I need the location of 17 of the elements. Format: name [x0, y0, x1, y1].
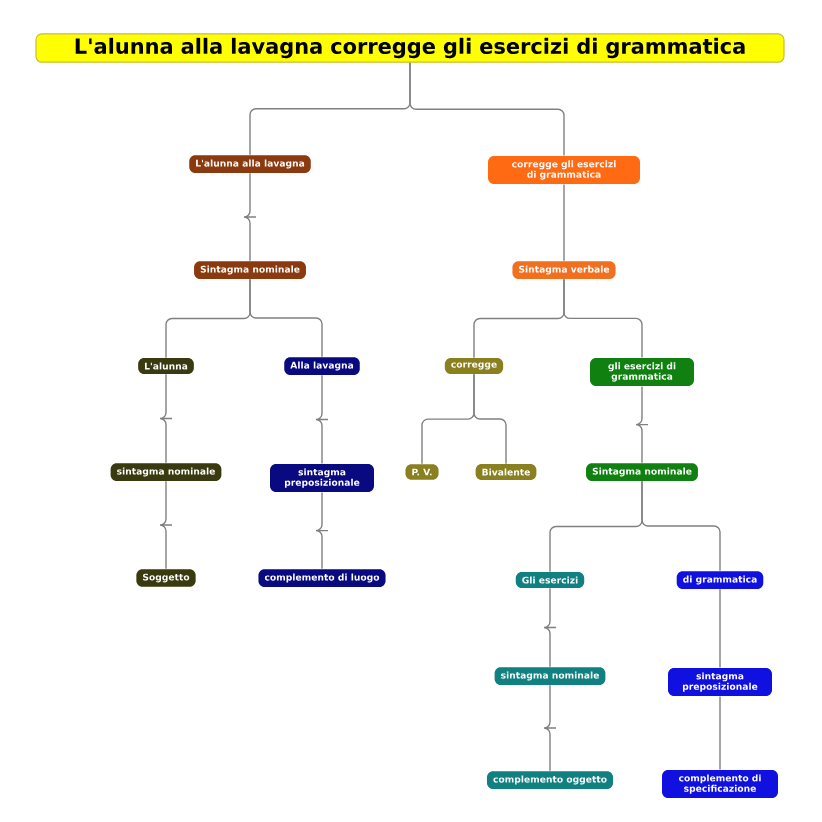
- title-box: L'alunna alla lavagna corregge gli esercizi di grammatica: [35, 33, 785, 63]
- connector-line: [249, 278, 323, 358]
- connector-line: [159, 373, 173, 464]
- connector-line: [563, 183, 565, 262]
- connector-line: [473, 373, 507, 465]
- connector-line: [719, 695, 721, 771]
- connector-line: [543, 684, 557, 772]
- connector-line: [315, 374, 329, 465]
- connector-line: [409, 62, 565, 157]
- connector-line: [243, 172, 257, 262]
- connector-line: [719, 588, 721, 669]
- connector-line: [641, 480, 721, 572]
- connector-line: [315, 491, 329, 570]
- connector-line: [563, 278, 643, 359]
- connector-line: [543, 587, 557, 668]
- connector-line: [635, 385, 649, 464]
- connector-line: [159, 480, 173, 570]
